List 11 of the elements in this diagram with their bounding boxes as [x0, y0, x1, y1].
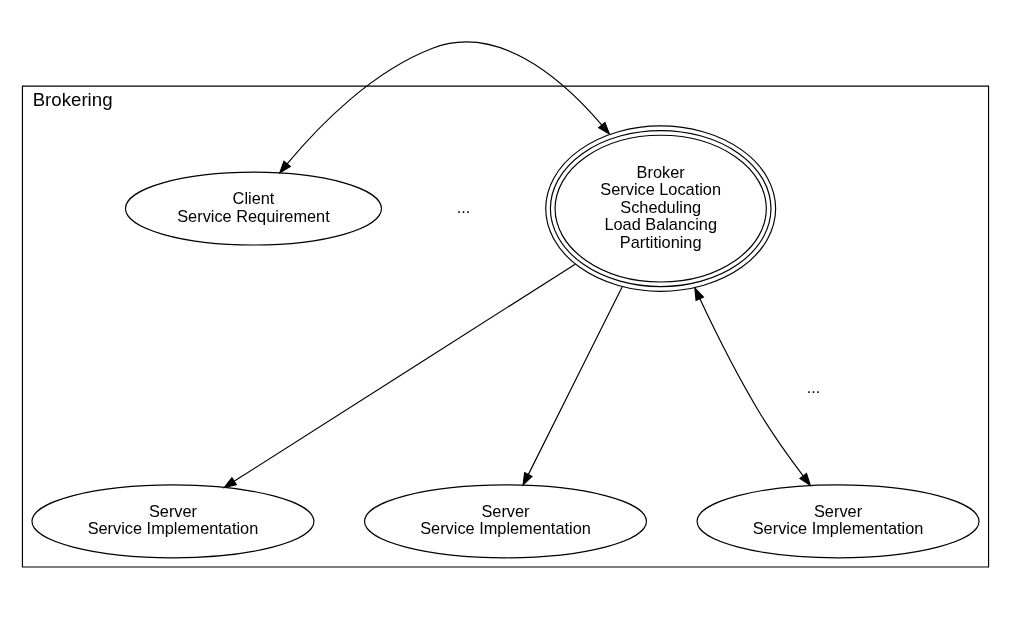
arrow — [222, 263, 576, 489]
node-ellipse: Broker Service Location Scheduling Load Balancing Partitioning — [545, 125, 777, 292]
node-ellipse: Server Service Implementation — [696, 484, 980, 559]
label: ... — [456, 197, 471, 216]
node-ellipse: Client Service Requirement — [124, 171, 383, 246]
node-ellipse: Server Service Implementation — [363, 484, 648, 559]
arrow — [522, 286, 623, 487]
arrow — [694, 286, 812, 487]
arrow — [278, 41, 611, 175]
label: ... — [806, 377, 821, 396]
node-ellipse: Server Service Implementation — [31, 484, 315, 559]
